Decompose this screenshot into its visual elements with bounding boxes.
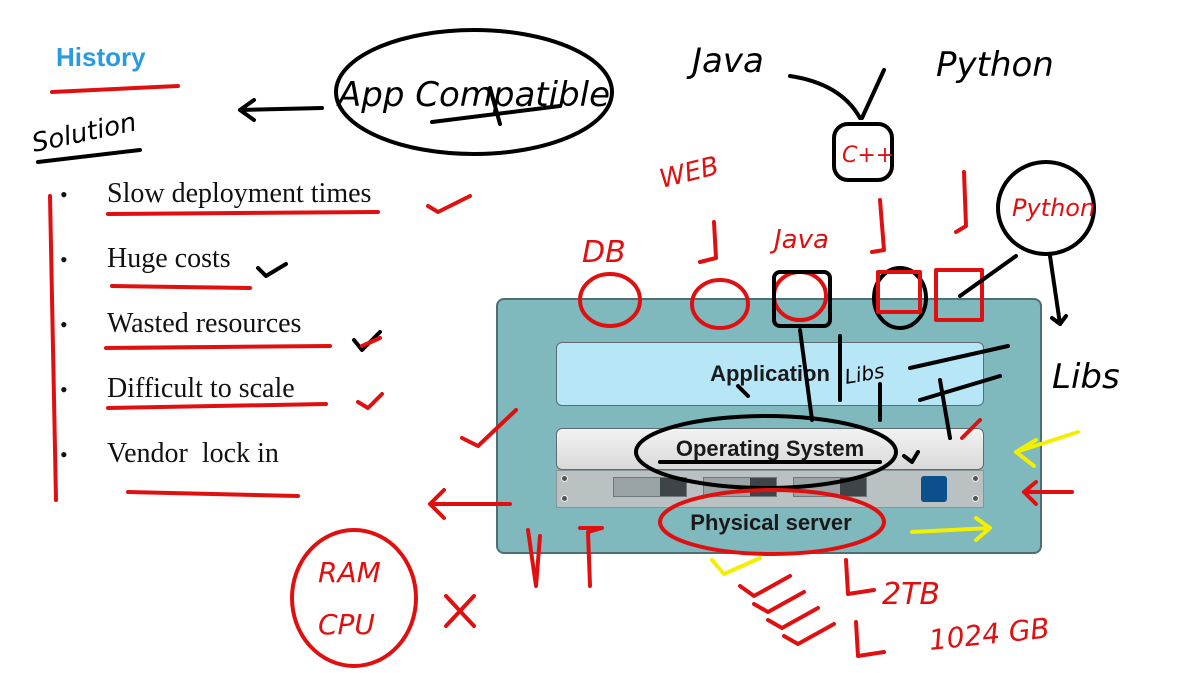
slide-title: History xyxy=(56,42,146,72)
libs-note: Libs xyxy=(1052,357,1120,397)
bullet-dot: • xyxy=(60,247,68,272)
python-circle xyxy=(996,160,1096,256)
bullet-dot: • xyxy=(60,312,68,337)
server-rack-icon xyxy=(556,470,984,508)
bullet-dot: • xyxy=(60,377,68,402)
application-layer: Application xyxy=(556,342,984,406)
underline-5 xyxy=(126,490,300,498)
arrow-left-icon xyxy=(238,98,324,122)
bullet-dot: • xyxy=(60,182,68,207)
cpp-box xyxy=(832,122,894,182)
check-red xyxy=(426,194,472,214)
python-note: Python xyxy=(936,45,1054,85)
web-note: WEB xyxy=(656,151,721,195)
bullet-text: Vendor lock in xyxy=(107,438,279,469)
java-red-note: Java xyxy=(769,225,829,255)
check-black xyxy=(352,330,382,352)
bullet-text: Huge costs xyxy=(107,243,231,274)
memory-note: 1024 GB xyxy=(927,611,1051,656)
bullet-text: Difficult to scale xyxy=(107,373,295,404)
bullet-text: Wasted resources xyxy=(107,308,302,339)
bullets-bracket xyxy=(48,194,58,502)
check-red xyxy=(356,392,384,410)
app-compatible-note: App Compatible xyxy=(336,75,610,115)
python-red-note: Python xyxy=(1012,194,1095,222)
solution-note: Solution xyxy=(29,107,139,158)
storage-note: 2TB xyxy=(882,577,940,612)
title-underline xyxy=(50,84,180,94)
underline-1 xyxy=(106,210,380,216)
cross-icon xyxy=(444,594,476,628)
db-note: DB xyxy=(582,235,626,270)
ram-cpu-circle xyxy=(290,528,418,668)
ram-note: RAM xyxy=(318,556,381,589)
cpp-note: C++ xyxy=(842,143,894,168)
underline-2 xyxy=(110,284,252,290)
cpu-note: CPU xyxy=(318,608,375,641)
power-led-icon xyxy=(921,476,947,502)
check-black xyxy=(256,262,288,278)
underline-3 xyxy=(104,344,332,350)
physical-server-label: Physical server xyxy=(690,510,852,535)
operating-system-layer: Operating System xyxy=(556,428,984,470)
java-note: Java xyxy=(686,41,764,81)
server-diagram: Application Operating System Physical se… xyxy=(496,298,1042,554)
bullet-dot: • xyxy=(60,442,68,467)
bullet-text: Slow deployment times xyxy=(107,178,372,209)
app-compatible-circle xyxy=(334,28,614,156)
